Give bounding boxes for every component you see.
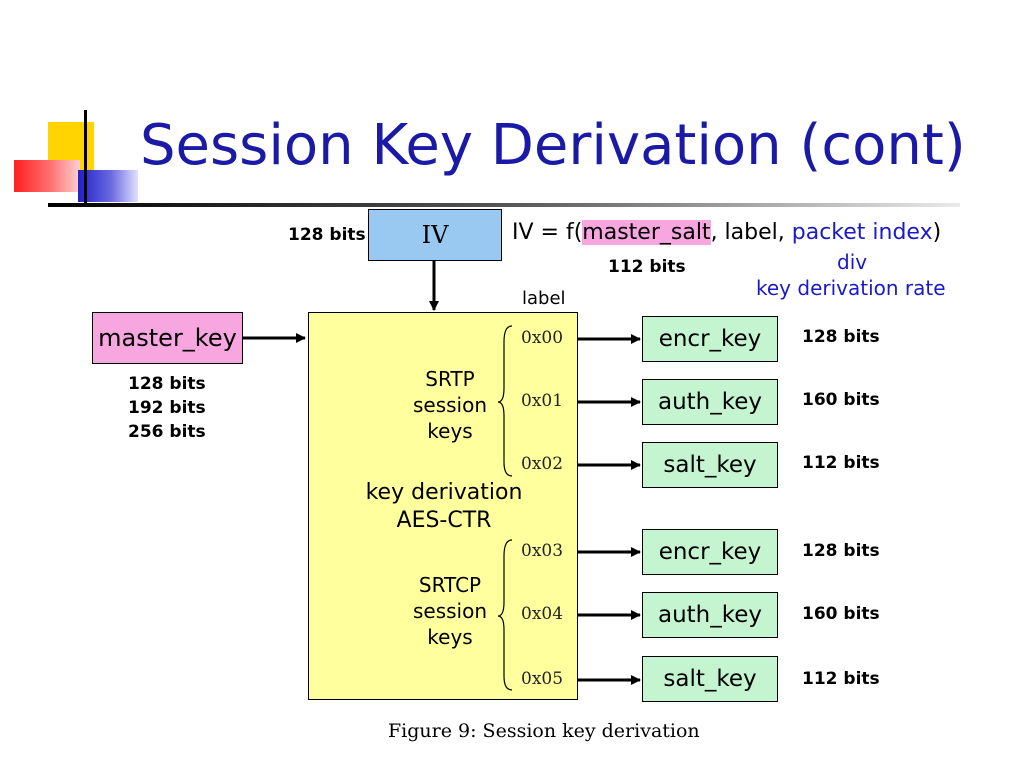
formula-middle: , label,	[710, 220, 792, 245]
master-key-box: master_key	[92, 312, 243, 364]
key-derivation-rate-text: key derivation rate	[756, 276, 946, 300]
packet-index-text: packet index	[791, 220, 933, 245]
label-code: 0x00	[521, 328, 564, 348]
label-header: label	[522, 288, 566, 309]
output-size-label: 160 bits	[802, 390, 880, 410]
iv-size-label: 128 bits	[288, 225, 366, 245]
key-derivation-box	[308, 312, 578, 700]
auth-key-box: auth_key	[642, 592, 778, 638]
output-size-label: 160 bits	[802, 604, 880, 624]
figure-caption: Figure 9: Session key derivation	[388, 720, 700, 742]
srtcp-brace	[498, 539, 513, 691]
encr-key-box: encr_key	[642, 316, 778, 362]
iv-formula: IV = f(master_salt, label, packet index)	[512, 220, 941, 245]
master-key-size-1: 128 bits	[128, 374, 206, 394]
output-size-label: 112 bits	[802, 669, 880, 689]
label-code: 0x03	[521, 541, 564, 561]
div-text: div	[837, 250, 868, 274]
label-code: 0x01	[521, 391, 564, 411]
output-size-label: 112 bits	[802, 453, 880, 473]
formula-prefix: IV = f(	[512, 220, 583, 245]
output-size-label: 128 bits	[802, 327, 880, 347]
srtcp-session-label: session	[412, 599, 488, 623]
srtp-keys-group: SRTP session keys	[400, 366, 500, 444]
salt-size-label: 112 bits	[608, 257, 686, 277]
master-salt-highlight: master_salt	[582, 220, 711, 245]
salt-key-box: salt_key	[642, 656, 778, 702]
master-key-size-3: 256 bits	[128, 422, 206, 442]
srtcp-label: SRTCP	[418, 573, 482, 597]
decor-blue-bar	[78, 170, 138, 202]
encr-key-box: encr_key	[642, 529, 778, 575]
srtcp-keys-group: SRTCP session keys	[400, 572, 500, 650]
srtcp-keys-label: keys	[427, 625, 473, 649]
label-code: 0x02	[521, 454, 564, 474]
output-size-label: 128 bits	[802, 541, 880, 561]
decor-vertical-line	[84, 110, 87, 206]
master-key-size-2: 192 bits	[128, 398, 206, 418]
kdf-line1: key derivation	[365, 480, 523, 505]
decor-red-bar	[14, 160, 80, 192]
srtp-brace	[498, 325, 513, 477]
kdf-text: key derivation AES-CTR	[346, 479, 542, 535]
formula-suffix: )	[932, 220, 942, 245]
title-underline	[48, 203, 960, 207]
iv-box: IV	[368, 209, 502, 261]
auth-key-box: auth_key	[642, 379, 778, 425]
srtp-label: SRTP	[425, 367, 475, 391]
brace-group	[498, 325, 513, 691]
kdf-line2: AES-CTR	[396, 508, 492, 533]
salt-key-box: salt_key	[642, 442, 778, 488]
label-code: 0x05	[521, 669, 564, 689]
srtp-session-label: session	[412, 393, 488, 417]
srtp-keys-label: keys	[427, 419, 473, 443]
slide-title: Session Key Derivation (cont)	[140, 113, 966, 178]
label-code: 0x04	[521, 604, 564, 624]
